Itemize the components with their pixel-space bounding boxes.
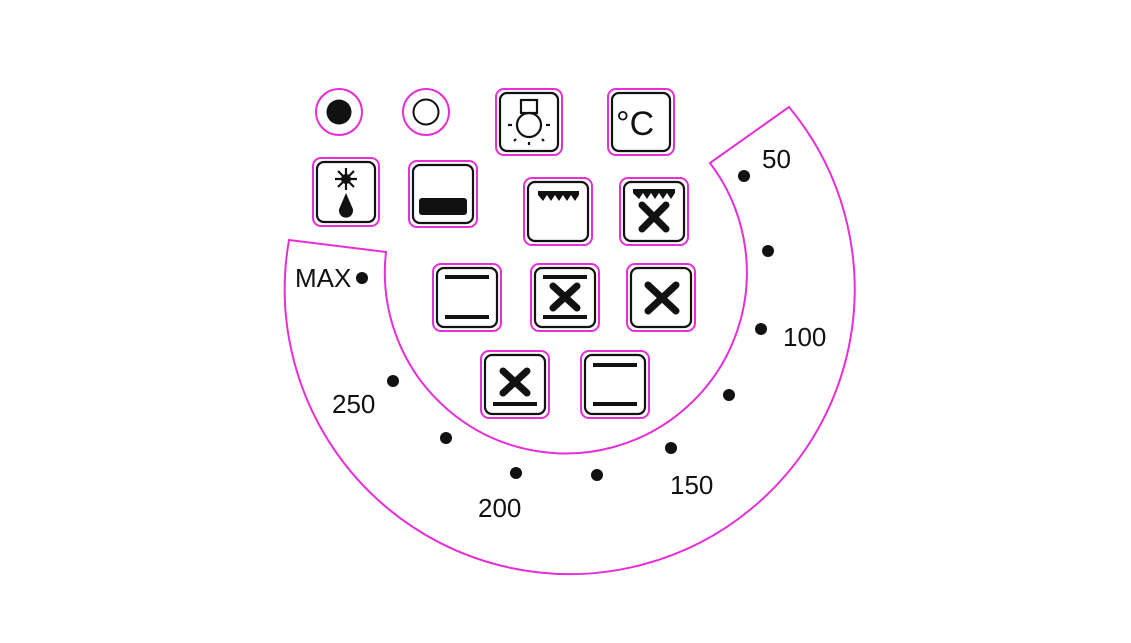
- bottom-heat-icon: [419, 198, 467, 215]
- top-bottom-heat-icon: [593, 363, 637, 406]
- lamp-button[interactable]: [495, 88, 563, 156]
- celsius-label: °C: [616, 105, 654, 143]
- dial-dot-250[interactable]: [387, 375, 399, 387]
- dial-dot[interactable]: [591, 469, 603, 481]
- defrost-icon: [335, 168, 357, 218]
- grill-fan-button[interactable]: [619, 177, 689, 246]
- power-indicator-on: [315, 88, 363, 136]
- top-bottom-heat-button[interactable]: [432, 263, 502, 332]
- fan-bottom-heat-icon: [493, 367, 537, 406]
- fan-icon: [644, 281, 680, 315]
- dial-label-50: 50: [762, 144, 791, 174]
- top-bottom-heat-button-2[interactable]: [580, 350, 650, 419]
- dial-dot-200[interactable]: [510, 467, 522, 479]
- dial-label-200: 200: [478, 493, 521, 523]
- dial-label-150: 150: [670, 470, 713, 500]
- dial-dot[interactable]: [440, 432, 452, 444]
- power-indicator-off: [402, 88, 450, 136]
- fan-bottom-heat-button[interactable]: [480, 350, 550, 419]
- celsius-button[interactable]: °C: [607, 88, 675, 156]
- grill-button[interactable]: [523, 177, 593, 246]
- defrost-button[interactable]: [312, 157, 380, 227]
- dial-tick-dots: [356, 170, 774, 481]
- temperature-dial-ring: [283, 105, 856, 576]
- dial-label-max: MAX: [295, 263, 351, 293]
- dial-dot[interactable]: [723, 389, 735, 401]
- fan-top-bottom-icon: [543, 275, 587, 319]
- top-bottom-heat-icon: [445, 275, 489, 319]
- dial-dot-100[interactable]: [755, 323, 767, 335]
- grill-icon: [538, 191, 579, 201]
- grill-fan-icon: [633, 189, 675, 233]
- dial-dot-max[interactable]: [356, 272, 368, 284]
- fan-top-bottom-button[interactable]: [530, 263, 600, 332]
- lamp-icon: [508, 98, 550, 145]
- dial-dot[interactable]: [762, 245, 774, 257]
- bottom-heat-button[interactable]: [408, 160, 478, 228]
- dial-dot-150[interactable]: [665, 442, 677, 454]
- dial-dot-50[interactable]: [738, 170, 750, 182]
- fan-button[interactable]: [626, 263, 696, 332]
- dial-label-100: 100: [783, 322, 826, 352]
- dial-label-250: 250: [332, 389, 375, 419]
